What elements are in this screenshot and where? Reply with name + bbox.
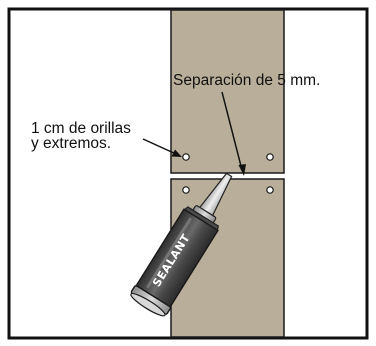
- gap-arrow-line: [221, 91, 243, 171]
- screw-hole-icon: [266, 186, 274, 194]
- gap-arrow-head: [238, 164, 246, 176]
- edge-label-line2: y extremos.: [31, 135, 111, 152]
- screw-hole-icon: [182, 153, 190, 161]
- screw-hole-icon: [266, 153, 274, 161]
- upper-board: [170, 9, 285, 174]
- edge-label-line1: 1 cm de orillas: [31, 120, 131, 137]
- screw-hole-icon: [182, 186, 190, 194]
- gap-label: Separación de 5 mm.: [173, 72, 320, 89]
- edge-arrow-head: [171, 149, 182, 157]
- edge-arrow-line: [142, 138, 177, 155]
- tube-highlight: [146, 217, 193, 289]
- tube-base-rim: [130, 292, 166, 317]
